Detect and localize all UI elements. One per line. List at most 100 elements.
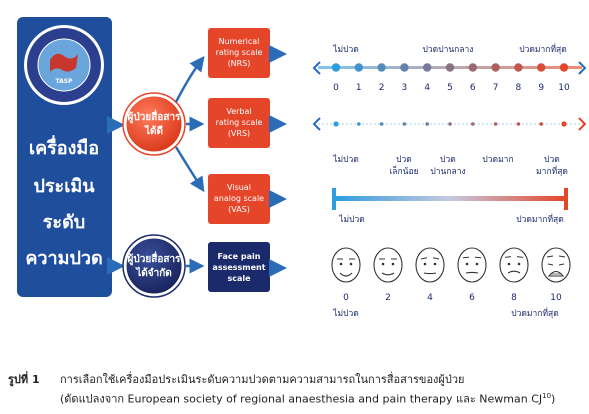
nrs-tick-label: 5 [447, 83, 453, 93]
title-line-3: ระดับ [43, 212, 85, 233]
tool-nrs: Numerical rating scale (NRS) [208, 28, 270, 78]
nrs-tick-label: 4 [424, 83, 430, 93]
vrs-dot [516, 122, 521, 126]
vrs-label-2b: ปานกลาง [430, 167, 465, 177]
arrow-to-vas [174, 146, 205, 193]
svg-text:Verbal: Verbal [226, 107, 251, 116]
caption-ref: 10 [542, 392, 552, 400]
nrs-anchor-right: ปวดมากที่สุด [519, 43, 567, 55]
vrs-dot [333, 121, 339, 127]
nrs-dot [354, 63, 363, 72]
vrs-label-0: ไม่ปวด [332, 154, 359, 165]
vrs-scale: ไม่ปวด ปวด เล็กน้อย ปวด ปานกลาง ปวดมาก ป… [312, 117, 587, 177]
vas-scale: ไม่ปวด ปวดมากที่สุด [332, 188, 568, 225]
tasp-logo: TASP [24, 25, 104, 105]
face-icon [415, 247, 445, 283]
tool-vas: Visual analog scale (VAS) [208, 174, 270, 224]
svg-text:(VRS): (VRS) [228, 129, 250, 138]
face-icon [457, 247, 487, 283]
nrs-dot [537, 63, 546, 72]
nrs-dot [400, 63, 409, 72]
vrs-label-2a: ปวด [440, 155, 456, 165]
vas-right-label: ปวดมากที่สุด [516, 213, 564, 225]
vrs-dot [402, 122, 407, 126]
vrs-dot [425, 122, 430, 126]
left-panel-title: เครื่องมือ ประเมิน ระดับ ความปวด [25, 135, 102, 269]
nrs-dot [377, 63, 386, 72]
vrs-label-3: ปวดมาก [482, 155, 513, 165]
nrs-left-arrow [312, 61, 321, 75]
face-tick-label: 2 [385, 293, 391, 303]
face-tick-label: 6 [469, 293, 475, 303]
title-line-1: เครื่องมือ [29, 135, 99, 159]
nrs-right-arrow [578, 61, 587, 75]
arrow-to-nrs [174, 56, 205, 103]
nrs-tick-label: 3 [402, 83, 408, 93]
group-limited: ผู้ป่วยสื่อสาร ได้จำกัด [122, 234, 186, 298]
tool-face: Face pain assessment scale [208, 242, 270, 292]
nrs-dot [514, 63, 523, 72]
group-communicative: ผู้ป่วยสื่อสาร ได้ดี [122, 92, 186, 156]
caption-label: รูปที่ 1 [8, 373, 40, 386]
face-right-label: ปวดมากที่สุด [511, 307, 559, 319]
face-icon [331, 247, 361, 283]
svg-text:(VAS): (VAS) [228, 205, 250, 214]
vrs-dot [448, 122, 452, 126]
group-good-line2: ได้ดี [144, 124, 163, 137]
vrs-dot [471, 122, 475, 126]
vrs-label-1b: เล็กน้อย [389, 165, 418, 177]
vrs-label-4b: มากที่สุด [536, 165, 568, 177]
face-tick-label: 8 [511, 293, 517, 303]
figure-caption: รูปที่ 1 การเลือกใช้เครื่องมือประเมินระดั… [8, 372, 583, 408]
vas-left-cap [332, 188, 336, 210]
tool-vrs: Verbal rating scale (VRS) [208, 98, 270, 148]
svg-text:(NRS): (NRS) [228, 59, 251, 68]
face-tick-label: 4 [427, 293, 433, 303]
logo-center-text: TASP [56, 78, 74, 85]
vas-right-cap [564, 188, 568, 210]
caption-line2-end: ) [551, 392, 556, 406]
nrs-tick-label: 2 [379, 83, 385, 93]
face-left-label: ไม่ปวด [332, 308, 359, 319]
svg-text:Visual: Visual [227, 183, 251, 192]
nrs-dot [445, 63, 455, 72]
nrs-tick-label: 9 [538, 83, 544, 93]
face-scale: 0 2 4 6 8 10 ไม่ปวด ปวดมากที่สุด [331, 247, 571, 319]
nrs-tick-label: 8 [516, 83, 522, 93]
group-limited-line2: ได้จำกัด [135, 266, 172, 279]
nrs-tick-label: 0 [333, 83, 339, 93]
nrs-anchor-mid: ปวดปานกลาง [423, 45, 474, 55]
face-icon [373, 247, 403, 283]
nrs-anchor-left: ไม่ปวด [332, 44, 359, 55]
vrs-label-4a: ปวด [544, 155, 560, 165]
svg-text:rating scale: rating scale [216, 118, 263, 127]
nrs-dot [331, 63, 341, 72]
caption-line1: การเลือกใช้เครื่องมือประเมินระดับความปวด… [60, 373, 465, 386]
svg-text:analog scale: analog scale [214, 194, 264, 203]
face-tick-label: 10 [550, 293, 562, 303]
title-line-4: ความปวด [25, 248, 102, 269]
face-tick-label: 0 [343, 293, 349, 303]
vrs-dot [561, 121, 567, 127]
vrs-dot [539, 122, 543, 126]
vas-left-label: ไม่ปวด [338, 214, 365, 225]
vas-bar [334, 196, 566, 201]
vrs-label-1a: ปวด [396, 155, 412, 165]
nrs-dot [423, 63, 432, 72]
vrs-dot [357, 122, 361, 126]
svg-text:rating scale: rating scale [216, 48, 263, 57]
nrs-tick-label: 6 [470, 83, 476, 93]
vrs-right-arrow [578, 117, 587, 131]
nrs-tick-label: 1 [356, 83, 362, 93]
vrs-left-arrow [312, 117, 321, 131]
nrs-dot [559, 63, 569, 72]
group-good-line1: ผู้ป่วยสื่อสาร [128, 109, 182, 124]
vrs-dot [379, 122, 384, 126]
vrs-dot [493, 122, 498, 126]
nrs-dot [468, 63, 477, 72]
title-line-2: ประเมิน [33, 176, 95, 197]
group-limited-line1: ผู้ป่วยสื่อสาร [128, 251, 182, 266]
nrs-dot [491, 63, 500, 72]
